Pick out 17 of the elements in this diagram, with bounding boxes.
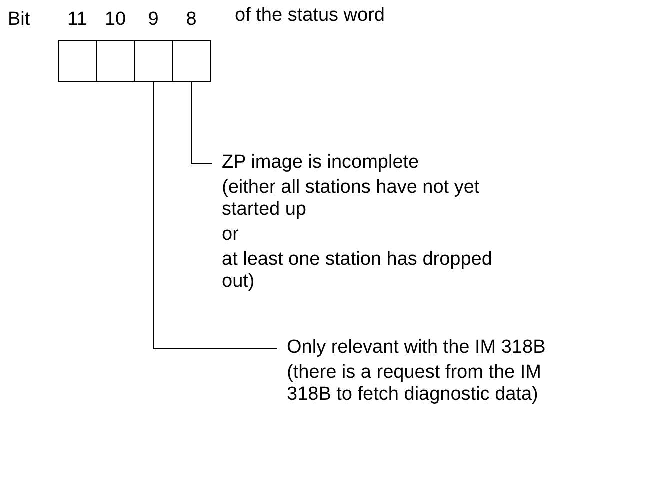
callout-text: (there is a request from the IM 318B to fetch diagnostic data) [287,362,542,406]
bit-cell [58,40,97,82]
bit-cell [96,40,135,82]
callout-heading: Only relevant with the IM 318B [287,337,547,359]
bit-cell [172,40,211,82]
caption-text: of the status word [235,5,385,27]
bit-number: 11 [66,9,88,31]
callout-text: or [222,224,240,246]
bit-number: 10 [104,9,128,31]
bit-number: 8 [185,9,198,31]
callout-heading: ZP image is incomplete [222,152,420,174]
leader-line [191,82,212,164]
leader-line [153,82,278,350]
bit-number: 9 [147,9,160,31]
bit-cell [134,40,173,82]
row-label: Bit [8,9,30,31]
callout-text: at least one station has dropped out) [222,249,494,293]
